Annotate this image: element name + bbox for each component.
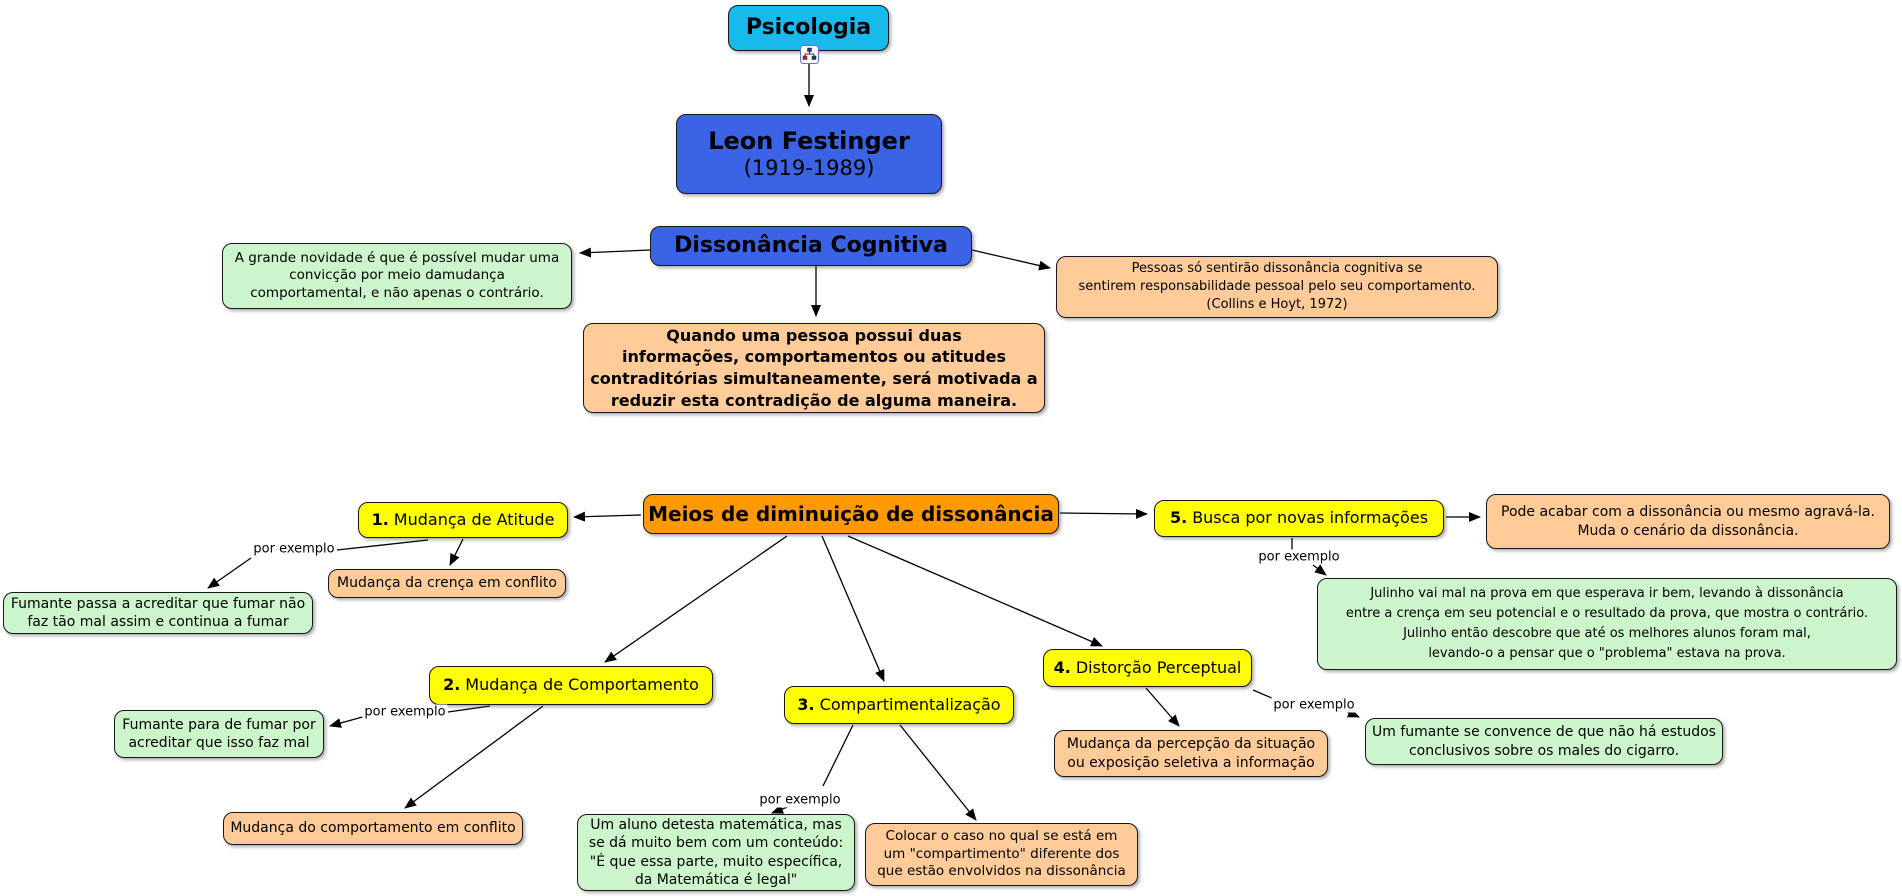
edge-porexemplo-julinho [1312, 564, 1327, 576]
edge-porexemplo-fumante1 [207, 557, 252, 589]
text-line: Dissonância Cognitiva [674, 232, 948, 258]
node-fumante-estudos[interactable]: Um fumante se convence de que não há est… [1365, 718, 1723, 765]
edge-meios-m1 [573, 511, 642, 522]
text-line: reduzir esta contradição de alguma manei… [610, 390, 1018, 410]
text-line: conclusivos sobre os males do cigarro. [1408, 742, 1680, 759]
node-mudanca-crenca[interactable]: Mudança da crença em conflito [328, 569, 566, 598]
node-3-compartimentalizacao[interactable]: 3.Compartimentalização [784, 686, 1014, 724]
edge-m3-porexemplo [822, 724, 854, 787]
text-line: 3.Compartimentalização [797, 694, 1001, 714]
node-psicologia[interactable]: Psicologia [728, 5, 889, 51]
edge-porexemplo-fumante2 [329, 715, 367, 728]
edge-dissonancia-novidade [579, 247, 651, 258]
text-line: Colocar o caso no qual se está em [885, 828, 1118, 845]
edge-label-por-exemplo[interactable]: por exemplo [1271, 697, 1357, 713]
text-line: Pessoas só sentirão dissonância cognitiv… [1131, 260, 1423, 276]
node-pode-acabar[interactable]: Pode acabar com a dissonância ou mesmo a… [1486, 494, 1890, 549]
edge-label-por-exemplo[interactable]: por exemplo [362, 704, 448, 720]
edge-m2-mudcomp [404, 705, 544, 809]
edge-m4-percep [1145, 687, 1180, 727]
text-line: Fumante passa a acreditar que fumar não [10, 595, 306, 612]
text-line: sentirem responsabilidade pessoal pelo s… [1078, 278, 1476, 294]
edge-label-por-exemplo[interactable]: por exemplo [757, 792, 843, 808]
text-line: Psicologia [745, 14, 872, 40]
node-leon-festinger[interactable]: Leon Festinger (1919-1989) [676, 114, 942, 194]
text-line: Mudança da percepção da situação [1066, 736, 1316, 753]
node-fumante-acreditar[interactable]: Fumante passa a acreditar que fumar não … [3, 592, 313, 634]
edge-m1-porexemplo [336, 539, 429, 551]
text-line: acreditar que isso faz mal [128, 735, 310, 751]
text-line: se dá muito bem com um conteúdo: [588, 835, 844, 852]
text-line: um "compartimento" diferente dos [883, 845, 1120, 862]
text-line: Um aluno detesta matemática, mas [590, 817, 842, 834]
text-line: Mudança da crença em conflito [337, 575, 557, 592]
node-dissonancia-cognitiva[interactable]: Dissonância Cognitiva [650, 226, 972, 266]
edge-label-por-exemplo[interactable]: por exemplo [1256, 549, 1342, 565]
text-line: contraditórias simultaneamente, será mot… [590, 369, 1038, 388]
text-line: "É que essa parte, muito específica, [589, 853, 843, 870]
text-line: da Matemática é legal" [634, 871, 798, 888]
node-2-mudanca-comportamento[interactable]: 2.Mudança de Comportamento [429, 666, 713, 705]
edge-m2-porexemplo [447, 705, 491, 713]
node-definicao-dissonancia[interactable]: Quando uma pessoa possui duas informaçõe… [583, 323, 1045, 413]
edge-label-por-exemplo[interactable]: por exemplo [251, 541, 337, 557]
text-line: Leon Festinger [708, 127, 910, 155]
text-line: convicção por meio damudança [289, 267, 505, 284]
text-line: Fumante para de fumar por [122, 716, 316, 733]
text-line: (Collins e Hoyt, 1972) [1206, 297, 1348, 313]
concept-map-node-icon[interactable] [800, 45, 819, 64]
node-aluno-matematica[interactable]: Um aluno detesta matemática, mas se dá m… [577, 814, 855, 891]
edge-m1-crenca [449, 538, 464, 566]
text-line: comportamental, e não apenas o contrário… [250, 284, 544, 301]
edge-meios-m5 [1059, 508, 1148, 519]
text-line: 4.Distorção Perceptual [1053, 657, 1242, 677]
node-pessoas-responsabilidade[interactable]: Pessoas só sentirão dissonância cognitiv… [1056, 256, 1498, 318]
text-line: 2.Mudança de Comportamento [443, 675, 699, 695]
text-line: Julinho vai mal na prova em que esperava… [1370, 585, 1844, 601]
text-line: levando-o a pensar que o "problema" esta… [1428, 646, 1786, 662]
text-line: que estão envolvidos na dissonância [877, 863, 1126, 880]
text-line: faz tão mal assim e continua a fumar [27, 614, 289, 630]
text-line: A grande novidade é que é possível mudar… [234, 249, 560, 266]
node-meios-diminuicao[interactable]: Meios de diminuição de dissonância [643, 494, 1059, 534]
text-line: Muda o cenário da dissonância. [1577, 522, 1799, 539]
edge-dissonancia-pessoas [971, 249, 1051, 271]
edge-meios-m3 [821, 535, 885, 682]
text-line: informações, comportamentos ou atitudes [621, 347, 1006, 367]
text-line: Pode acabar com a dissonância ou mesmo a… [1501, 504, 1875, 521]
edge-meios-m4 [847, 535, 1103, 647]
text-line: entre a crença em seu potencial e o resu… [1345, 605, 1869, 621]
node-mudanca-comportamento-conflito[interactable]: Mudança do comportamento em conflito [223, 812, 523, 845]
text-line: Meios de diminuição de dissonância [648, 502, 1054, 526]
text-line: Um fumante se convence de que não há est… [1372, 724, 1716, 741]
edge-m3-colocar [899, 724, 977, 821]
node-grande-novidade[interactable]: A grande novidade é que é possível mudar… [222, 243, 572, 309]
text-line: 5.Busca por novas informações [1169, 508, 1429, 528]
node-colocar-compartimento[interactable]: Colocar o caso no qual se está em um "co… [865, 823, 1138, 886]
text-line: ou exposição seletiva a informação [1067, 754, 1315, 771]
node-4-distorcao-perceptual[interactable]: 4.Distorção Perceptual [1043, 649, 1252, 687]
node-5-busca-informacoes[interactable]: 5.Busca por novas informações [1154, 500, 1444, 537]
text-line: Mudança do comportamento em conflito [230, 820, 516, 837]
text-line: Julinho então descobre que até os melhor… [1403, 626, 1811, 641]
node-julinho-prova[interactable]: Julinho vai mal na prova em que esperava… [1317, 578, 1897, 670]
text-line: (1919-1989) [743, 155, 875, 180]
text-line: Quando uma pessoa possui duas [666, 325, 962, 345]
node-mudanca-percepcao[interactable]: Mudança da percepção da situação ou expo… [1054, 730, 1328, 777]
edge-meios-m2 [604, 535, 788, 663]
node-fumante-para[interactable]: Fumante para de fumar por acreditar que … [114, 710, 324, 758]
text-line: 1.Mudança de Atitude [371, 509, 555, 529]
node-1-mudanca-atitude[interactable]: 1.Mudança de Atitude [358, 502, 568, 538]
